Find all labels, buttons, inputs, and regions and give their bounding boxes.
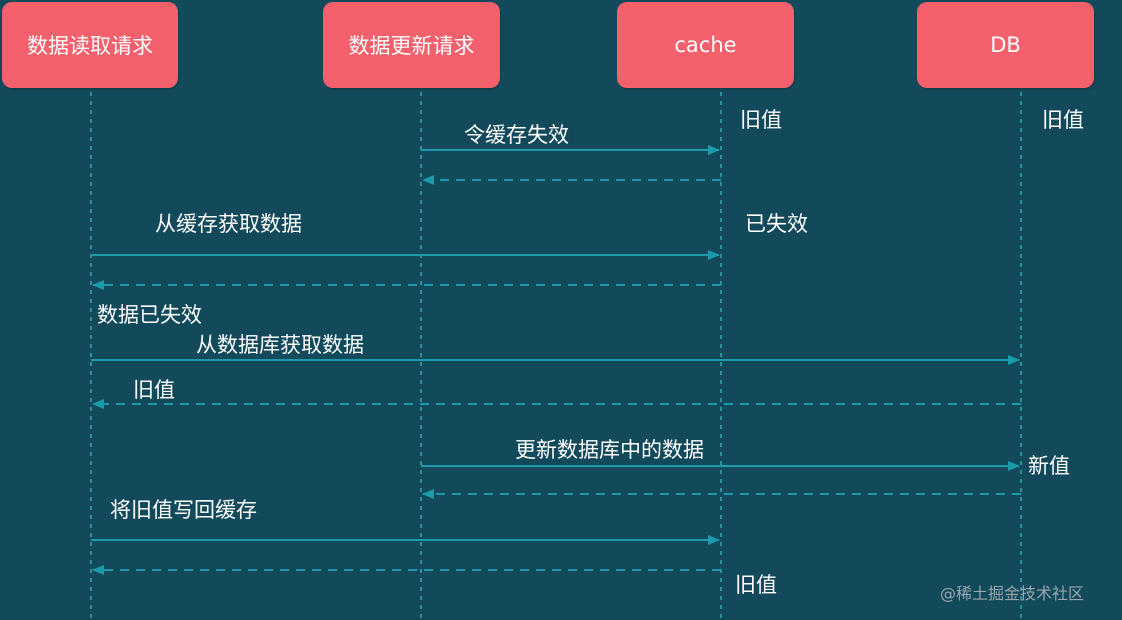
message-label-update-db: 更新数据库中的数据 — [515, 438, 704, 462]
cache-invalidated-state: 已失效 — [745, 212, 808, 236]
cache-initial-value: 旧值 — [740, 108, 782, 132]
message-label-read-db: 从数据库获取数据 — [196, 333, 364, 357]
message-label-invalidate-cache: 令缓存失效 — [464, 123, 569, 147]
db-new-value: 新值 — [1028, 454, 1070, 478]
message-label-write-back-cache: 将旧值写回缓存 — [110, 498, 257, 522]
actor-db: DB — [917, 2, 1094, 88]
message-label-data-invalidated: 数据已失效 — [97, 303, 202, 327]
actor-update-request: 数据更新请求 — [323, 2, 500, 88]
actor-read-request: 数据读取请求 — [2, 2, 178, 88]
db-initial-value: 旧值 — [1042, 108, 1084, 132]
message-label-old-value: 旧值 — [133, 378, 175, 402]
message-label-read-cache: 从缓存获取数据 — [155, 212, 302, 236]
cache-final-value: 旧值 — [735, 573, 777, 597]
actor-cache: cache — [617, 2, 794, 88]
watermark: @稀土掘金技术社区 — [940, 584, 1085, 603]
